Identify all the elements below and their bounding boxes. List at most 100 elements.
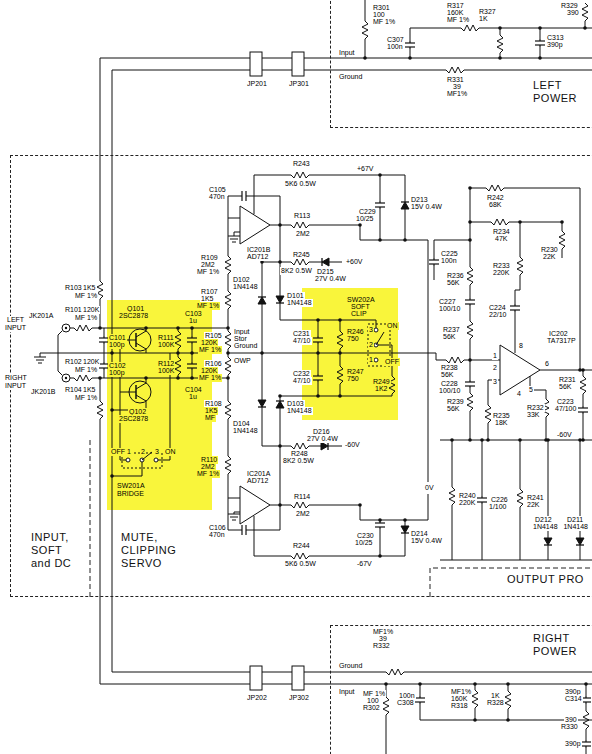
component-label: 3 <box>154 448 160 456</box>
component-label: 1K <box>478 15 489 23</box>
component-label: 100n <box>440 257 458 265</box>
jack-pin <box>65 327 67 329</box>
junction-dot <box>278 394 282 398</box>
component-label: 2M2 <box>295 230 311 238</box>
wire <box>470 411 471 440</box>
wire <box>586 748 587 754</box>
junction-dot <box>468 186 472 190</box>
wire <box>479 28 592 29</box>
component-label: MF 1% <box>74 292 98 300</box>
junction-dot <box>468 238 472 242</box>
junction-dot <box>144 326 148 330</box>
junction-dot <box>190 326 194 330</box>
transistor-symbol <box>129 381 151 403</box>
component-label: 47/100 <box>554 405 577 413</box>
component-label: MF 1% <box>196 470 220 478</box>
ground-symbol <box>34 357 46 358</box>
resistor-symbol <box>449 487 455 505</box>
wire <box>40 353 41 357</box>
component-label: R328 <box>486 699 505 707</box>
capacitor-symbol <box>103 336 104 338</box>
component-label: 3 <box>368 326 374 334</box>
capacitor-symbol <box>317 342 318 344</box>
capacitor-symbol <box>409 41 410 43</box>
component-label: OWP <box>233 357 252 365</box>
wire <box>234 232 240 236</box>
component-label: MF <box>204 414 216 422</box>
capacitor-symbol <box>585 696 586 698</box>
junction-dot <box>518 438 522 442</box>
capacitor-symbol <box>191 368 192 370</box>
component-label: 10/25 <box>354 539 374 547</box>
component-label: MF 1% <box>446 16 470 24</box>
component-label: 33K <box>526 411 540 419</box>
component-label: AD712 <box>246 477 269 485</box>
component-label: R332 <box>372 642 391 650</box>
component-label: 390p <box>564 740 582 748</box>
opamp-symbol <box>240 206 270 244</box>
wire <box>562 249 563 258</box>
resistor-symbol <box>497 35 503 53</box>
junction-dot <box>358 503 362 507</box>
wire <box>129 340 136 341</box>
wire <box>405 537 406 556</box>
diode-body <box>258 400 266 407</box>
junction-dot <box>403 518 407 522</box>
component-label: 470n <box>208 193 226 201</box>
resistor-symbol <box>225 256 231 274</box>
resistor-symbol <box>291 443 309 449</box>
junction-dot <box>110 474 114 478</box>
component-label: 470n <box>208 531 226 539</box>
component-label: C314 <box>564 695 583 703</box>
resistor-symbol <box>291 222 309 228</box>
capacitor-symbol <box>582 412 583 414</box>
wire <box>262 58 292 59</box>
wire <box>318 353 319 374</box>
wire <box>318 320 319 336</box>
resistor-symbol <box>291 553 309 559</box>
capacitor-symbol <box>103 362 104 364</box>
wire <box>405 175 406 198</box>
component-label: 1N4148 <box>232 427 259 435</box>
ground-symbol <box>36 360 44 361</box>
component-label: 100/10 <box>438 305 461 313</box>
capacitor-symbol <box>379 527 380 529</box>
diode-body <box>276 401 284 408</box>
capacitor-symbol <box>240 195 242 196</box>
diode-symbol <box>401 198 409 212</box>
capacitor-symbol <box>317 374 318 376</box>
component-label: MF 1% <box>198 346 222 354</box>
junction-dot <box>363 56 367 60</box>
wire <box>280 396 392 397</box>
capacitor-symbol <box>246 529 248 530</box>
wire <box>146 349 147 353</box>
wire <box>504 188 580 370</box>
diode-symbol <box>318 258 332 266</box>
component-label: 750 <box>346 375 360 383</box>
component-label: R102 <box>64 358 83 366</box>
wire <box>376 332 384 345</box>
component-label: Input <box>338 688 356 696</box>
component-label: INPUT <box>4 382 27 390</box>
component-label: R101 <box>64 306 83 314</box>
component-label: Input <box>338 49 356 57</box>
resistor-symbol <box>472 690 478 708</box>
component-label: JP301 <box>288 80 310 88</box>
wire <box>228 218 240 256</box>
diode-lead <box>405 533 406 537</box>
wire <box>452 505 453 560</box>
wire <box>280 225 291 262</box>
component-label: R113 <box>293 212 311 220</box>
component-label: R114 <box>293 493 311 501</box>
wire <box>436 353 446 360</box>
wire <box>309 505 428 520</box>
component-label: ON <box>164 448 177 456</box>
component-label: 100/10 <box>438 387 461 395</box>
wire <box>546 417 547 440</box>
junction-dot <box>583 26 587 30</box>
component-label: 27V 0.4W <box>314 275 347 283</box>
diode-body <box>258 297 266 304</box>
diode-symbol <box>258 293 266 307</box>
wire <box>104 353 105 362</box>
wire <box>482 504 483 560</box>
